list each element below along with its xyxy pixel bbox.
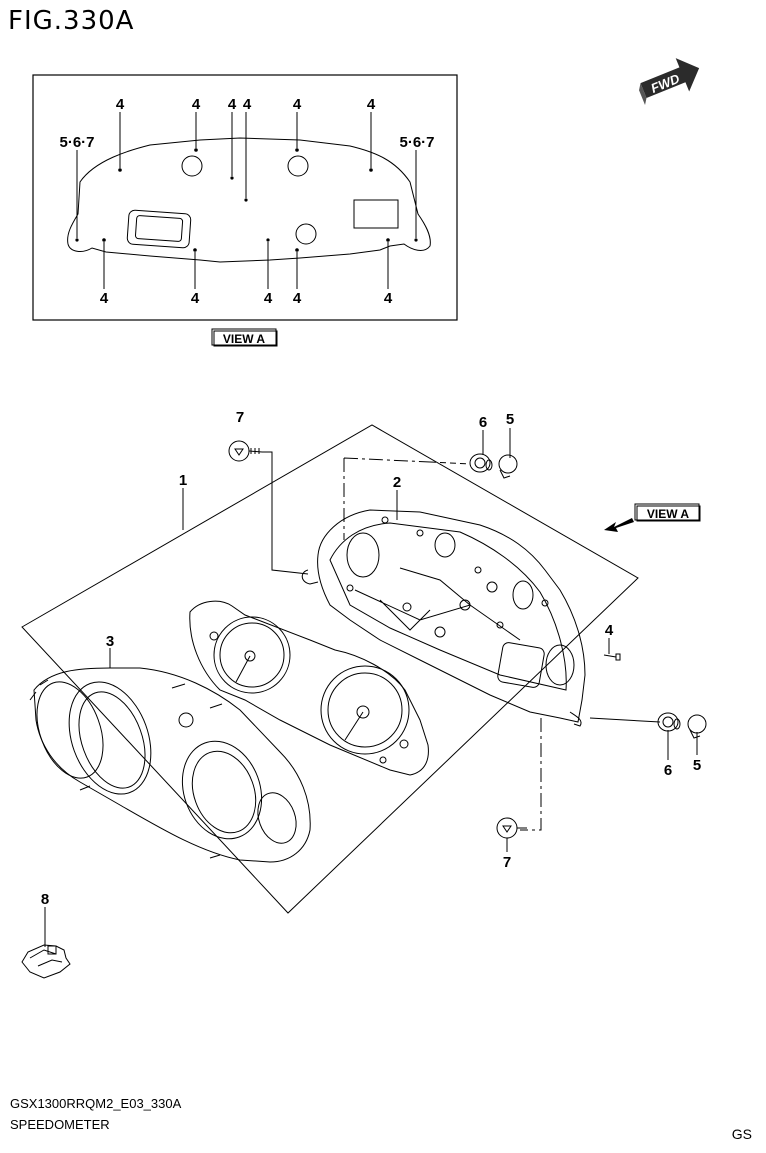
grommet-right [657,712,681,732]
view-a-caption: VIEW A [211,328,278,347]
model-code: GSX1300RRQM2_E03_330A [10,1096,182,1111]
callout-6-right: 6 [664,762,672,779]
callout-3: 3 [106,633,114,650]
region-code: GS [731,1126,752,1142]
callout-2: 2 [393,474,401,491]
inset-callout-4-c: 4 [228,96,237,113]
callout-5-right: 5 [693,757,701,774]
inset-callout-4-a: 4 [116,96,125,113]
connector-part [21,944,71,979]
collar-top [498,454,518,479]
inset-callout-4-i: 4 [264,290,273,307]
bezel-cover-part [29,667,311,863]
rear-case-part [301,509,586,727]
callout-7-bottom: 7 [503,854,511,871]
inset-callout-4-b: 4 [192,96,201,113]
inset-callout-4-f: 4 [367,96,376,113]
view-a-inset-frame [32,74,458,321]
callout-4-main: 4 [605,622,614,639]
grommet-top [469,453,493,473]
callout-1: 1 [179,472,187,489]
view-a-pointer-text: VIEW A [647,507,690,521]
view-a-caption-text: VIEW A [223,332,266,346]
small-screw [603,653,621,661]
fwd-label: FWD [649,71,683,96]
inset-callout-4-d: 4 [243,96,252,113]
assembly-frame [21,424,639,914]
part-name: SPEEDOMETER [10,1117,110,1132]
callout-6-top: 6 [479,414,487,431]
figure-title: FIG.330A [8,6,135,36]
screw-bottom [496,817,527,839]
inset-callout-4-k: 4 [384,290,393,307]
screw-top [228,440,263,462]
inset-callout-4-g: 4 [100,290,109,307]
inset-callout-567-left: 5·6·7 [59,134,94,151]
view-a-pointer: VIEW A [604,503,701,532]
inset-callout-4-j: 4 [293,290,302,307]
fwd-arrow-icon: FWD [639,58,700,106]
callout-8: 8 [41,891,49,908]
callout-7-top: 7 [236,409,244,426]
inset-callout-567-right: 5·6·7 [399,134,434,151]
inset-callout-4-h: 4 [191,290,200,307]
meter-assembly [189,600,429,776]
callout-5-top: 5 [506,411,514,428]
inset-housing-outline [67,137,431,263]
inset-callout-4-e: 4 [293,96,302,113]
